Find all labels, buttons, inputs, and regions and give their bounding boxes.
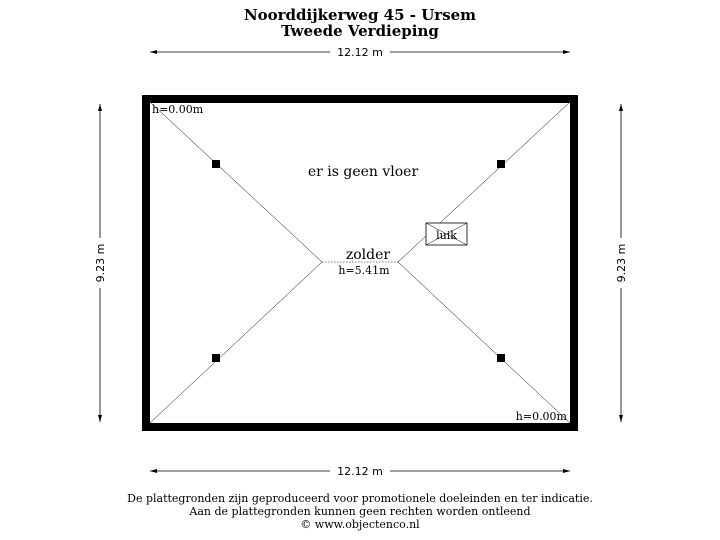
eave-height-label-bottomright: h=0.00m [516, 410, 568, 423]
copyright-line: © www.objectenco.nl [300, 518, 420, 531]
dimension-right-label: 9.23 m [615, 244, 628, 283]
disclaimer-line-1: De plattegronden zijn geproduceerd voor … [127, 492, 593, 505]
room-name: zolder [346, 247, 391, 263]
plan-title-address: Noorddijkerweg 45 - Ursem [243, 6, 477, 24]
roof-hatch: luik [425, 222, 468, 246]
eave-height-label-topleft: h=0.00m [152, 103, 204, 116]
dimension-right: 9.23 m [613, 104, 629, 422]
disclaimer-line-2: Aan de plattegronden kunnen geen rechten… [189, 505, 531, 518]
roof-support-post [212, 354, 220, 362]
dimension-bottom-label: 12.12 m [337, 465, 383, 478]
dimension-left-label: 9.23 m [94, 244, 107, 283]
dimension-left: 9.23 m [92, 104, 108, 422]
outer-wall [142, 95, 578, 431]
plan-title-floor: Tweede Verdieping [281, 22, 439, 40]
roof-support-post [497, 160, 505, 168]
dimension-bottom: 12.12 m [150, 463, 570, 478]
room-note: er is geen vloer [308, 164, 419, 180]
dimension-top-label: 12.12 m [337, 46, 383, 59]
ridge-height-label: h=5.41m [338, 264, 390, 277]
roof-support-post [497, 354, 505, 362]
dimension-top: 12.12 m [150, 44, 570, 59]
roof-support-post [212, 160, 220, 168]
hatch-label: luik [436, 229, 457, 242]
